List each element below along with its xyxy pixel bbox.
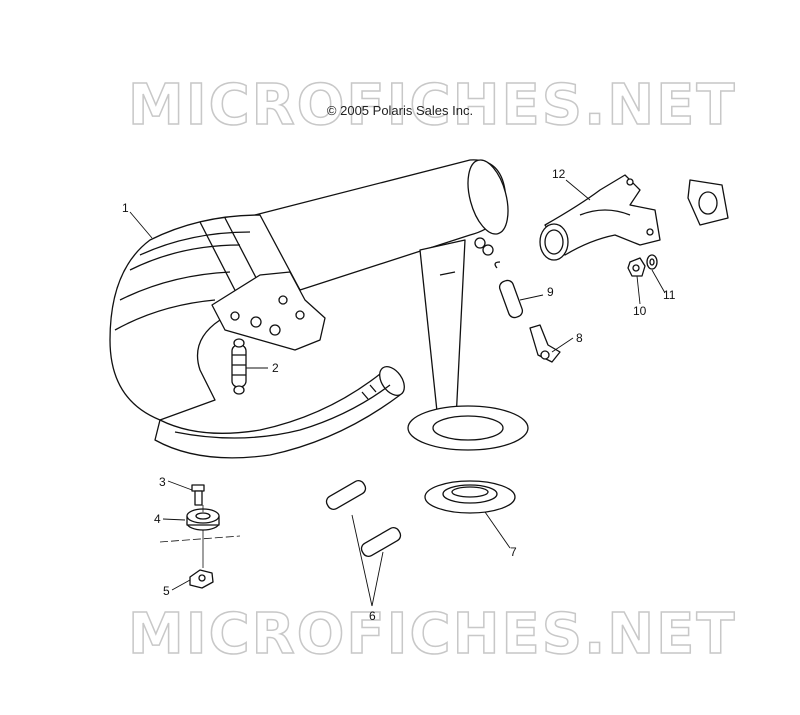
assembly-lines	[159, 505, 241, 568]
callout-11: 11	[663, 288, 676, 302]
spring-2	[231, 338, 247, 395]
callout-6: 6	[369, 609, 376, 623]
nut-10	[627, 257, 646, 277]
callout-3: 3	[159, 475, 166, 489]
watermark-top: MICROFICHES.NET	[127, 73, 737, 138]
seal-7	[424, 480, 516, 514]
watermark-bottom: MICROFICHES.NET	[127, 602, 737, 667]
callout-9: 9	[547, 285, 554, 299]
washer-11	[646, 254, 658, 270]
copyright-text: © 2005 Polaris Sales Inc.	[326, 103, 474, 118]
callout-5: 5	[163, 584, 170, 598]
nut-5	[189, 569, 214, 589]
grommet-4	[186, 508, 220, 531]
clamp-8	[529, 324, 561, 363]
callout-12: 12	[552, 167, 566, 181]
callout-2: 2	[272, 361, 279, 375]
spring-9	[494, 261, 524, 319]
callout-4: 4	[154, 512, 161, 526]
bolt-3	[191, 484, 205, 506]
gasket	[687, 179, 729, 226]
callout-8: 8	[576, 331, 583, 345]
callout-labels: 1 2 3 4 5 6 7 8 9 10 11 12	[122, 167, 676, 623]
leader-lines	[129, 179, 666, 607]
callout-1: 1	[122, 201, 129, 215]
springs-6	[325, 479, 402, 558]
callout-10: 10	[633, 304, 647, 318]
callout-7: 7	[510, 545, 517, 559]
muffler	[109, 159, 529, 459]
manifold-12	[539, 174, 661, 261]
